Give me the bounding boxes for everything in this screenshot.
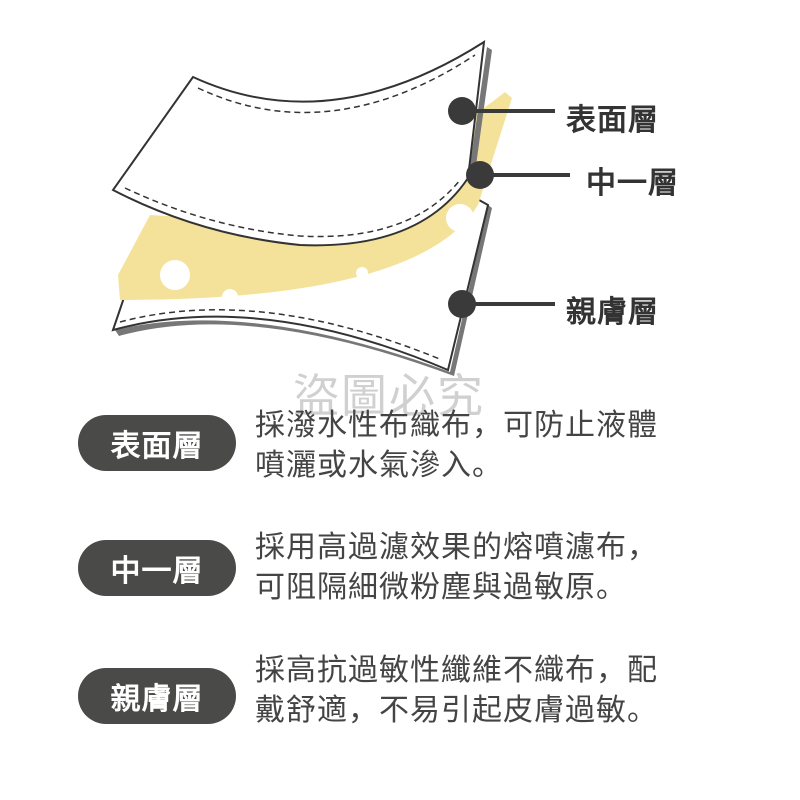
surface-layer xyxy=(111,40,486,247)
watermark: 盜圖必究 xyxy=(293,369,485,423)
surface-layer-shadow xyxy=(468,47,492,180)
pointer-dot-surface xyxy=(448,97,476,125)
description-line: 採潑水性布織布，可防止液體 xyxy=(255,408,658,443)
skin-layer-shadow xyxy=(115,205,492,376)
layer-description-middle: 採用高過濾效果的熔噴濾布， 可阻隔細微粉塵與過敏原。 xyxy=(255,528,755,608)
description-line: 採高抗過敏性纖維不織布，配 xyxy=(255,653,658,688)
description-line: 可阻隔細微粉塵與過敏原。 xyxy=(255,570,627,605)
diagram-label-middle: 中一層 xyxy=(586,166,679,201)
mask-layers-diagram xyxy=(111,40,570,376)
layer-description-skin: 採高抗過敏性纖維不織布，配 戴舒適，不易引起皮膚過敏。 xyxy=(255,651,755,731)
layer-badge-middle: 中一層 xyxy=(78,540,236,596)
pointer-dot-middle xyxy=(466,161,494,189)
diagram-label-skin: 親膚層 xyxy=(566,295,659,330)
layer-badge-skin: 親膚層 xyxy=(78,668,236,724)
filter-layer xyxy=(118,92,512,300)
layer-description-surface: 採潑水性布織布，可防止液體 噴灑或水氣滲入。 xyxy=(255,406,755,486)
description-line: 噴灑或水氣滲入。 xyxy=(255,448,503,483)
filter-layer-holes xyxy=(160,204,474,305)
pointer-dot-skin xyxy=(448,290,476,318)
description-line: 戴舒適，不易引起皮膚過敏。 xyxy=(255,693,658,728)
diagram-label-surface: 表面層 xyxy=(566,103,659,138)
surface-layer-stitch-bottom xyxy=(124,179,461,238)
skin-layer-stitch xyxy=(119,309,443,361)
description-line: 採用高過濾效果的熔噴濾布， xyxy=(255,530,658,565)
layer-badge-surface: 表面層 xyxy=(78,415,236,471)
